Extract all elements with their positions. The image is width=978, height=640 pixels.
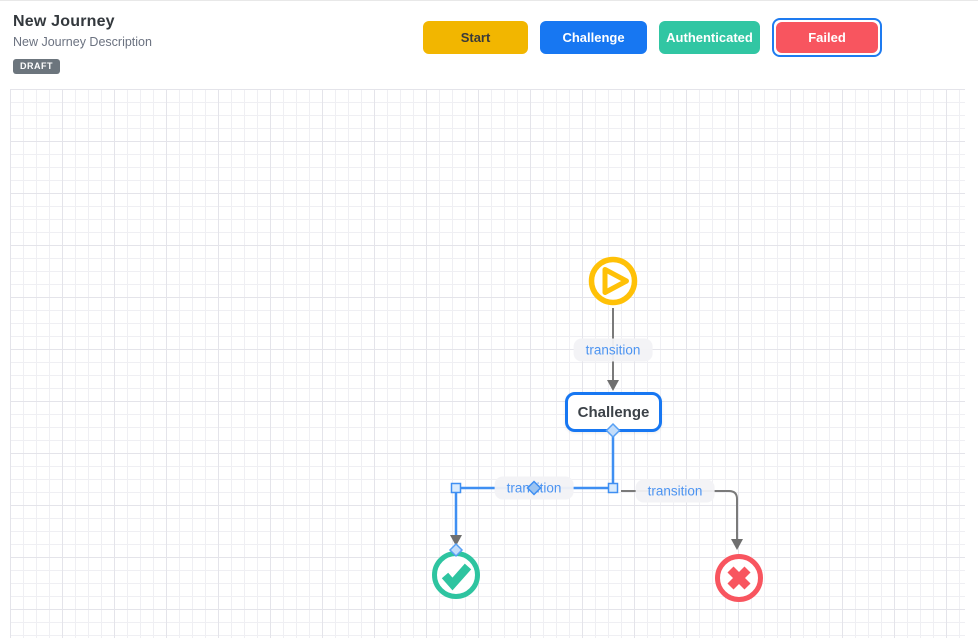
failed-state-selection-outline: Failed (772, 18, 882, 57)
page-description: New Journey Description (13, 35, 152, 49)
arrow-down-icon (450, 535, 462, 546)
state-toolbar: Start Challenge Authenticated Failed (423, 18, 882, 57)
authenticated-state-button[interactable]: Authenticated (659, 21, 760, 54)
diagram-layer (432, 256, 763, 602)
challenge-state-button[interactable]: Challenge (540, 21, 647, 54)
edge-label-transition[interactable]: transition (573, 338, 653, 362)
header: New Journey New Journey Description DRAF… (0, 1, 978, 89)
arrow-down-icon (607, 380, 619, 391)
edge-label-transition-selected[interactable]: transition (494, 476, 574, 500)
edge-waypoint-handle[interactable] (607, 482, 619, 494)
authenticated-node check-icon[interactable] (432, 551, 480, 599)
journey-canvas[interactable]: transition transition transition Challen… (10, 89, 965, 638)
edge-label-transition[interactable]: transition (635, 479, 715, 503)
failed-state-button[interactable]: Failed (776, 22, 878, 53)
status-badge: DRAFT (13, 59, 60, 74)
edge-challenge-failed[interactable] (621, 490, 738, 539)
start-state-button[interactable]: Start (423, 21, 528, 54)
arrow-down-icon (731, 539, 743, 550)
page-title: New Journey (13, 13, 115, 30)
failed-node x-icon[interactable] (715, 554, 763, 602)
challenge-node[interactable]: Challenge (565, 392, 662, 432)
start-node play-icon[interactable] (588, 256, 638, 306)
edge-waypoint-handle[interactable] (450, 482, 462, 494)
